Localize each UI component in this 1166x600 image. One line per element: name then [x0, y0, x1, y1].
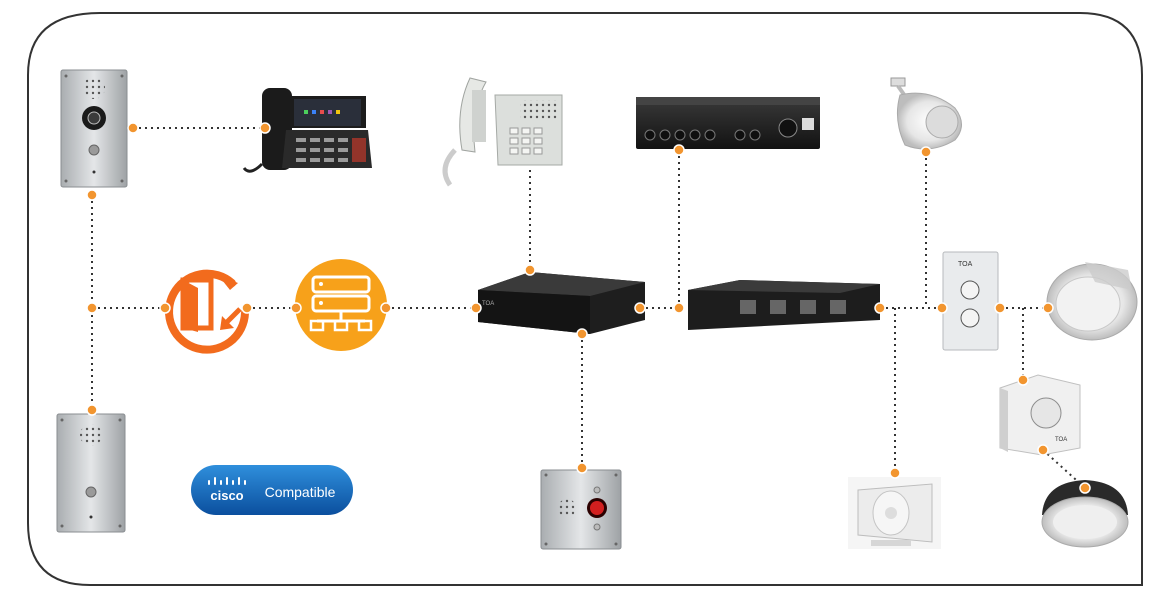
dot-handset-bottom	[524, 264, 536, 276]
dot-gateway-bottom	[576, 328, 588, 340]
power-amplifier	[688, 280, 880, 330]
wall-volume-plate: TOA	[942, 251, 999, 351]
dot-plate-left	[936, 302, 948, 314]
dot-door-right	[241, 302, 253, 314]
dot-gateway-left	[470, 302, 482, 314]
dot-intercom-right	[127, 122, 139, 134]
wall-volume-box: TOA	[999, 374, 1081, 456]
network-server-icon	[295, 259, 387, 351]
dot-intercom-top-bottom	[86, 189, 98, 201]
dot-horn-top	[889, 467, 901, 479]
network-gateway: TOA	[478, 272, 645, 334]
cisco-brand-text: cisco	[210, 488, 243, 503]
dot-left-junction	[86, 302, 98, 314]
dot-door-left	[159, 302, 171, 314]
dot-volumebox-bottom	[1037, 444, 1049, 456]
cisco-compatible-badge: cisco Compatible	[191, 465, 353, 515]
dot-recessed-top	[1079, 482, 1091, 494]
svg-text:TOA: TOA	[958, 261, 973, 268]
emergency-call-station	[540, 469, 622, 550]
ip-phone	[242, 88, 372, 173]
dot-emergency-top	[576, 462, 588, 474]
dot-volumebox-top	[1017, 374, 1029, 386]
door-access-icon	[165, 269, 249, 354]
intercom-panel-bottom	[56, 413, 126, 533]
pendant-speaker	[890, 77, 962, 150]
badge-label: Compatible	[265, 484, 336, 500]
dot-intercom-bottom-top	[86, 404, 98, 416]
ceiling-speaker	[1046, 262, 1138, 341]
dot-gateway-right	[634, 302, 646, 314]
diagram-frame	[27, 12, 1143, 586]
dot-amp-left	[673, 302, 685, 314]
dot-ceiling-left	[1042, 302, 1054, 314]
dot-plate-right	[994, 302, 1006, 314]
intercom-panel-top	[60, 69, 128, 188]
dot-server-left	[290, 302, 302, 314]
dot-pendant-bottom	[920, 146, 932, 158]
dot-amp-right	[874, 302, 886, 314]
horn-speaker	[848, 477, 941, 549]
dot-server-right	[380, 302, 392, 314]
dot-mixer-bottom	[673, 144, 685, 156]
cisco-logo-icon	[208, 477, 246, 485]
dot-phone-left	[259, 122, 271, 134]
recessed-speaker	[1041, 480, 1129, 548]
connector-dots	[86, 122, 1091, 494]
svg-text:TOA: TOA	[482, 301, 494, 307]
mixer-amplifier	[636, 97, 820, 149]
svg-text:TOA: TOA	[1055, 437, 1067, 443]
handset-phone	[442, 77, 563, 187]
connection-lines	[91, 127, 1086, 489]
